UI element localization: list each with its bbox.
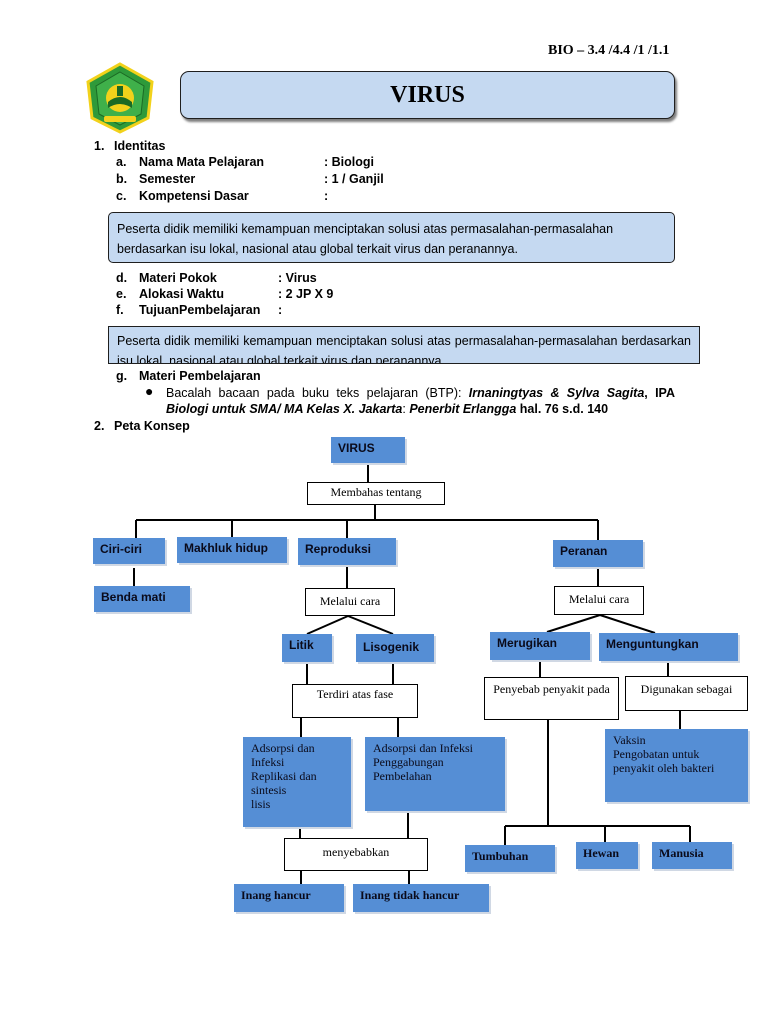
node-peranan: Peranan xyxy=(553,540,643,567)
node-inang-hancur: Inang hancur xyxy=(234,884,344,912)
section-heading: Identitas xyxy=(114,139,166,153)
field-letter: d. xyxy=(116,271,128,285)
reference-authors: Irnaningtyas & Sylva Sagita xyxy=(468,386,645,400)
reference-book-title: Biologi untuk SMA/ MA Kelas X. Jakarta xyxy=(166,402,403,416)
reference-separator: : xyxy=(402,402,410,416)
field-value: : xyxy=(278,303,283,317)
field-label: Alokasi Waktu xyxy=(139,287,224,301)
field-value: : 1 / Ganjil xyxy=(324,172,384,186)
benefit-item: Vaksin xyxy=(613,733,646,747)
phase-item: Infeksi xyxy=(251,755,285,769)
phase-item: Adsorpsi dan Infeksi xyxy=(373,741,473,755)
field-label: Materi Pembelajaran xyxy=(139,369,261,383)
phase-item: Penggabungan xyxy=(373,755,444,769)
field-row-materi-pokok: d. Materi Pokok : Virus xyxy=(116,270,516,286)
field-row-alokasi-waktu: e. Alokasi Waktu : 2 JP X 9 xyxy=(116,286,516,302)
phase-item: Pembelahan xyxy=(373,769,432,783)
node-membahas-tentang: Membahas tentang xyxy=(307,482,445,505)
document-code: BIO – 3.4 /4.4 /1 /1.1 xyxy=(548,43,670,58)
benefit-item: Pengobatan untuk xyxy=(613,747,700,761)
phase-item: Adsorpsi dan xyxy=(251,741,315,755)
field-row-mata-pelajaran: a. Nama Mata Pelajaran : Biologi xyxy=(116,154,516,170)
page-title: VIRUS xyxy=(180,71,675,119)
reading-reference-line2: Biologi untuk SMA/ MA Kelas X. Jakarta: … xyxy=(166,401,608,417)
node-fase-lisogenik: Adsorpsi dan Infeksi Penggabungan Pembel… xyxy=(365,737,505,811)
field-label: Materi Pokok xyxy=(139,271,217,285)
node-litik: Litik xyxy=(282,634,332,662)
benefit-item: penyakit oleh bakteri xyxy=(613,761,715,775)
kompetensi-dasar-box: Peserta didik memiliki kemampuan mencipt… xyxy=(108,212,675,263)
field-value: : 2 JP X 9 xyxy=(278,287,334,301)
ministry-emblem-icon xyxy=(86,62,154,134)
node-menguntungkan: Menguntungkan xyxy=(599,633,738,661)
section-peta-konsep-heading: 2. Peta Konsep xyxy=(94,418,494,434)
reading-reference-line1: Bacalah bacaan pada buku teks pelajaran … xyxy=(166,385,675,401)
field-label: Kompetensi Dasar xyxy=(139,189,249,203)
field-row-kompetensi-dasar: c. Kompetensi Dasar : xyxy=(116,188,516,204)
node-virus: VIRUS xyxy=(331,437,405,463)
reference-text: Bacalah bacaan pada buku teks pelajaran … xyxy=(166,386,469,400)
node-makhluk-hidup: Makhluk hidup xyxy=(177,537,287,563)
node-merugikan: Merugikan xyxy=(490,632,590,660)
field-letter: b. xyxy=(116,172,128,186)
node-digunakan-sebagai: Digunakan sebagai xyxy=(625,676,748,711)
reference-subject: , IPA xyxy=(644,386,675,400)
field-row-materi-pembelajaran: g. Materi Pembelajaran xyxy=(116,368,516,384)
section-heading: Peta Konsep xyxy=(114,419,190,433)
node-terdiri-atas-fase: Terdiri atas fase xyxy=(292,684,418,718)
node-benda-mati: Benda mati xyxy=(94,586,190,612)
node-menyebabkan: menyebabkan xyxy=(284,838,428,871)
field-row-semester: b. Semester : 1 / Ganjil xyxy=(116,171,516,187)
field-label: TujuanPembelajaran xyxy=(139,303,261,317)
node-hewan: Hewan xyxy=(576,842,638,869)
reference-pages: hal. 76 s.d. 140 xyxy=(516,402,609,416)
phase-item: lisis xyxy=(251,797,271,811)
field-value: : Biologi xyxy=(324,155,374,169)
phase-item: sintesis xyxy=(251,783,287,797)
node-penyebab-penyakit: Penyebab penyakit pada xyxy=(484,677,619,720)
section-number: 2. xyxy=(94,419,105,433)
node-inang-tidak-hancur: Inang tidak hancur xyxy=(353,884,489,912)
field-letter: c. xyxy=(116,189,127,203)
node-reproduksi: Reproduksi xyxy=(298,538,396,565)
node-melalui-cara-peranan: Melalui cara xyxy=(554,586,644,615)
tujuan-pembelajaran-box: Peserta didik memiliki kemampuan mencipt… xyxy=(108,326,700,364)
field-letter: f. xyxy=(116,303,124,317)
field-letter: g. xyxy=(116,369,128,383)
node-fase-litik: Adsorpsi dan Infeksi Replikasi dan sinte… xyxy=(243,737,351,827)
field-row-tujuan: f. TujuanPembelajaran : xyxy=(116,302,516,318)
reference-publisher: Penerbit Erlangga xyxy=(409,402,517,416)
field-letter: a. xyxy=(116,155,127,169)
field-letter: e. xyxy=(116,287,127,301)
node-tumbuhan: Tumbuhan xyxy=(465,845,555,872)
node-manusia: Manusia xyxy=(652,842,732,869)
node-lisogenik: Lisogenik xyxy=(356,634,434,662)
section-identitas-heading: 1. Identitas xyxy=(94,138,494,154)
node-ciri-ciri: Ciri-ciri xyxy=(93,538,165,564)
field-value: : xyxy=(324,189,329,203)
section-number: 1. xyxy=(94,139,105,153)
field-label: Semester xyxy=(139,172,196,186)
bullet-dot: ● xyxy=(145,383,154,399)
phase-item: Replikasi dan xyxy=(251,769,317,783)
field-label: Nama Mata Pelajaran xyxy=(139,155,265,169)
node-vaksin: Vaksin Pengobatan untuk penyakit oleh ba… xyxy=(605,729,748,802)
field-value: : Virus xyxy=(278,271,317,285)
node-melalui-cara-reproduksi: Melalui cara xyxy=(305,588,395,616)
